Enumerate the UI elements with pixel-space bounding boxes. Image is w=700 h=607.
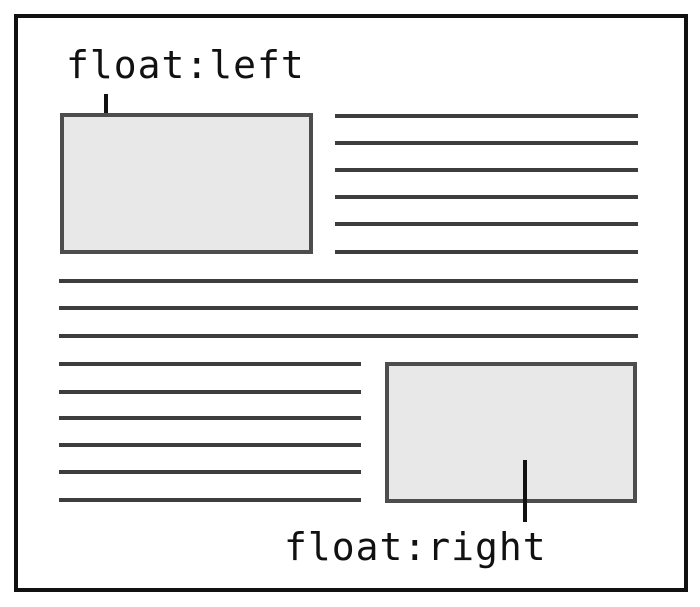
text-line bbox=[335, 114, 638, 118]
text-line bbox=[335, 168, 638, 172]
float-right-box bbox=[385, 362, 637, 503]
text-line bbox=[59, 498, 361, 502]
text-line bbox=[59, 470, 361, 474]
text-line bbox=[59, 306, 638, 310]
text-line bbox=[335, 141, 638, 145]
text-line bbox=[335, 250, 638, 254]
float-right-label: float:right bbox=[284, 525, 547, 569]
text-line bbox=[59, 334, 638, 338]
text-line bbox=[59, 443, 361, 447]
text-line bbox=[59, 279, 638, 283]
text-line bbox=[59, 362, 361, 366]
text-line bbox=[59, 416, 361, 420]
float-right-pointer bbox=[523, 460, 527, 522]
text-line bbox=[335, 195, 638, 199]
text-line bbox=[335, 222, 638, 226]
page-frame bbox=[14, 14, 688, 592]
float-left-label: float:left bbox=[66, 43, 305, 87]
float-left-box bbox=[60, 113, 313, 254]
text-line bbox=[59, 390, 361, 394]
